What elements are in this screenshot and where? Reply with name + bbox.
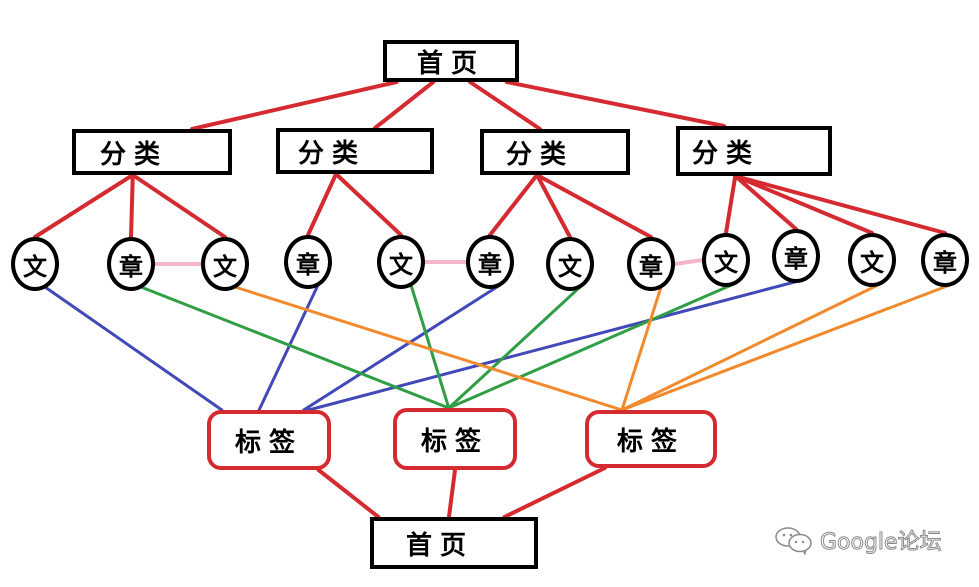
category-article-edge (535, 173, 572, 239)
article-link-edge (673, 258, 704, 266)
article-label: 文 (389, 249, 413, 279)
category-node: 分类 (480, 129, 630, 175)
category-article-edge (130, 173, 227, 239)
article-label: 文 (23, 251, 47, 281)
article-tag-edge (409, 283, 451, 410)
article-label: 章 (119, 251, 143, 281)
home-category-edge (468, 80, 542, 131)
tag-label: 标签 (420, 426, 489, 457)
article-label: 章 (784, 243, 808, 273)
category-label: 分类 (298, 138, 367, 169)
category-article-edge (334, 172, 403, 237)
article-node: 文 (11, 237, 59, 291)
article-label: 章 (639, 251, 663, 281)
category-article-edge (488, 173, 539, 237)
tag-node: 标签 (585, 410, 717, 468)
tag-label: 标签 (616, 426, 685, 457)
category-article-edge (733, 174, 947, 235)
bottom-home-label: 首页 (406, 530, 475, 561)
article-node: 文 (848, 233, 896, 287)
category-article-edge (724, 174, 738, 235)
article-tag-edge (620, 281, 957, 412)
article-node: 文 (546, 237, 594, 291)
article-label: 文 (558, 251, 582, 281)
article-tag-edge (139, 285, 451, 410)
article-node: 章 (284, 235, 332, 289)
article-label: 章 (296, 249, 320, 279)
article-tag-edge (233, 285, 624, 412)
home-category-edge (190, 80, 399, 131)
home-category-edge (373, 80, 436, 130)
article-node: 文 (201, 237, 249, 291)
article-node: 文 (377, 235, 425, 289)
article-node: 章 (107, 237, 155, 291)
article-label: 文 (213, 251, 237, 281)
tag-node: 标签 (393, 408, 517, 470)
article-node: 章 (627, 237, 675, 291)
category-label: 分类 (692, 138, 761, 169)
article-tag-edge (43, 285, 224, 412)
category-article-edge (535, 173, 653, 239)
category-article-edge (733, 174, 798, 231)
article-node: 章 (921, 233, 969, 287)
article-tag-edge (302, 283, 502, 412)
tag-node: 标签 (207, 410, 331, 470)
category-article-edge (306, 172, 339, 237)
article-tag-edge (257, 283, 320, 412)
article-node: 文 (702, 233, 750, 287)
category-node: 分类 (72, 129, 232, 175)
article-tag-edge (447, 281, 738, 410)
tag-label: 标签 (234, 427, 303, 458)
article-label: 文 (860, 247, 884, 277)
category-label: 分类 (506, 139, 575, 170)
category-label: 分类 (100, 139, 169, 170)
article-tag-edge (447, 285, 582, 410)
wechat-icon (775, 527, 812, 555)
watermark-text: Google论坛 (820, 530, 943, 556)
home-category-edge (504, 80, 726, 128)
article-node: 章 (466, 235, 514, 289)
category-node: 分类 (676, 126, 832, 176)
tag-home-edge (316, 468, 381, 519)
tag-home-edge (446, 468, 457, 519)
article-label: 章 (933, 247, 957, 277)
article-label: 章 (478, 249, 502, 279)
article-tag-edge (307, 277, 808, 412)
category-article-edge (733, 174, 874, 235)
top-home-node: 首页 (383, 40, 519, 82)
category-node: 分类 (276, 128, 434, 174)
article-node: 章 (772, 229, 820, 283)
category-article-edge (33, 173, 135, 239)
top-home-label: 首页 (416, 48, 485, 79)
category-article-edge (129, 173, 135, 239)
article-tag-edge (620, 285, 663, 412)
article-tag-edge (620, 281, 884, 412)
watermark: Google论坛 (774, 524, 942, 556)
tag-home-edge (502, 466, 607, 519)
article-label: 文 (714, 247, 738, 277)
bottom-home-node: 首页 (370, 517, 538, 569)
